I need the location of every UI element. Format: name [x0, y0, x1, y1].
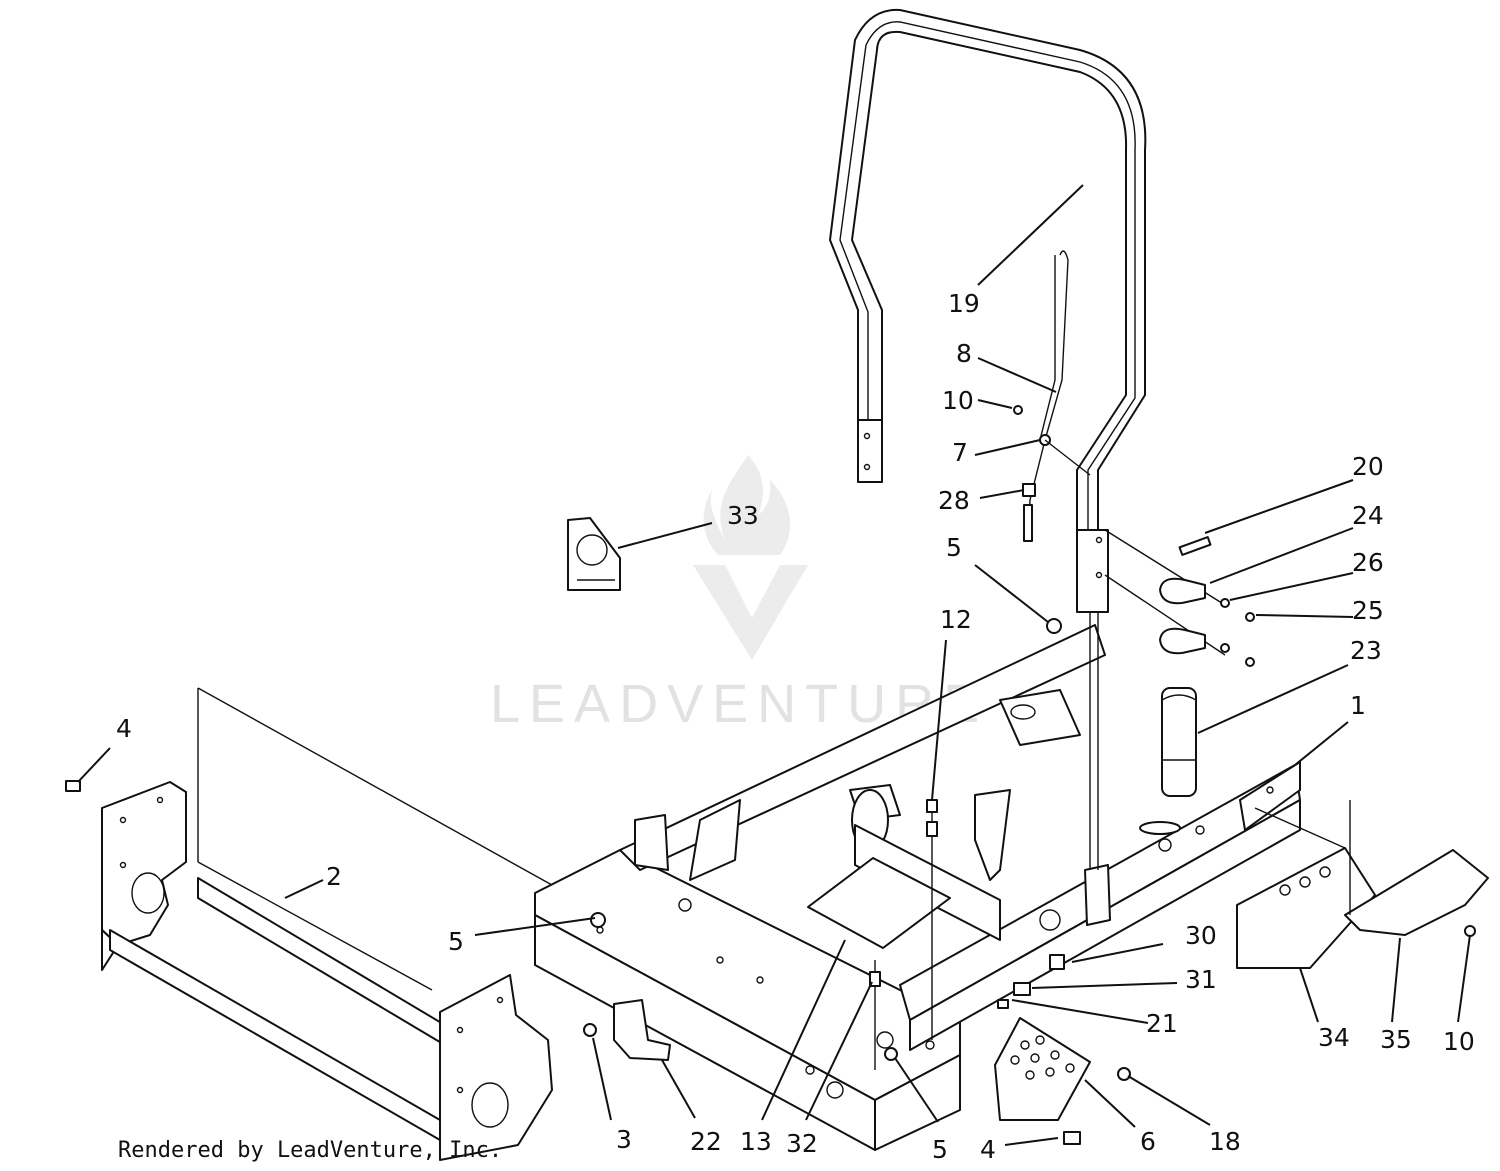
callout-10: 10 — [942, 386, 974, 415]
callout-22: 22 — [690, 1127, 722, 1156]
bolt-3 — [583, 1023, 597, 1037]
part-bolts — [65, 780, 1476, 1145]
leader-lines — [77, 184, 1471, 1146]
watermark-v-logo — [693, 565, 808, 660]
callout-13: 13 — [740, 1127, 772, 1156]
callout-8: 8 — [956, 339, 972, 368]
callout-23: 23 — [1350, 636, 1382, 665]
part-step-plate — [994, 1017, 1091, 1121]
callout-30: 30 — [1185, 921, 1217, 950]
part-bracket — [567, 517, 621, 591]
callout-labels: 4 2 5 3 22 13 32 5 4 6 18 21 31 30 34 35… — [116, 289, 1475, 1164]
bolt-4-right — [1063, 1131, 1081, 1145]
callout-7: 7 — [952, 438, 968, 467]
part-rear-cover — [1236, 800, 1489, 969]
callout-31: 31 — [1185, 965, 1217, 994]
callout-21: 21 — [1146, 1009, 1178, 1038]
callout-4: 4 — [116, 714, 132, 743]
part-pivot-hardware — [1104, 529, 1255, 835]
callout-26: 26 — [1352, 548, 1384, 577]
callout-1: 1 — [1350, 691, 1366, 720]
leadventure-watermark: LEADVENTURE — [490, 455, 979, 734]
render-credit: Rendered by LeadVenture, Inc. — [118, 1138, 502, 1163]
part-small-bracket — [613, 999, 671, 1061]
callout-33: 33 — [727, 501, 759, 530]
callout-24: 24 — [1352, 501, 1384, 530]
callout-25: 25 — [1352, 596, 1384, 625]
bolt-18 — [1117, 1067, 1131, 1081]
part-nuts — [590, 618, 1062, 1061]
callout-12: 12 — [940, 605, 972, 634]
callout-35: 35 — [1380, 1025, 1412, 1054]
part-front-axle-beam — [101, 687, 553, 1161]
callout-19: 19 — [948, 289, 980, 318]
callout-10: 10 — [1443, 1027, 1475, 1056]
callout-3: 3 — [616, 1125, 632, 1154]
part-main-frame — [534, 624, 1301, 1151]
callout-32: 32 — [786, 1129, 818, 1158]
bolt-4-left — [65, 780, 81, 792]
callout-6: 6 — [1140, 1127, 1156, 1156]
callout-5: 5 — [932, 1135, 948, 1164]
callout-18: 18 — [1209, 1127, 1241, 1156]
callout-4: 4 — [980, 1135, 996, 1164]
callout-5: 5 — [448, 927, 464, 956]
part-roll-bar — [829, 8, 1147, 870]
bolt-10-footrest — [1464, 925, 1476, 937]
part-floor-plate — [807, 857, 951, 949]
callout-28: 28 — [938, 486, 970, 515]
callout-20: 20 — [1352, 452, 1384, 481]
callout-5: 5 — [946, 533, 962, 562]
part-small-fittings — [997, 954, 1065, 1009]
part-latch-rod — [1013, 250, 1091, 542]
callout-34: 34 — [1318, 1023, 1350, 1052]
callout-2: 2 — [326, 862, 342, 891]
watermark-flame-logo — [703, 455, 791, 555]
